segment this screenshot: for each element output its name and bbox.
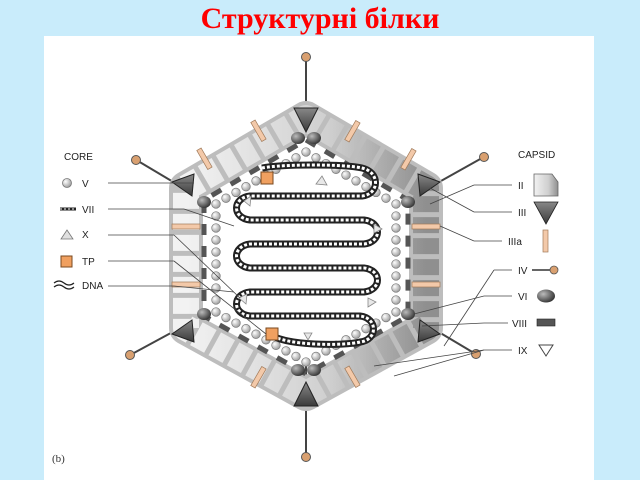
protein-v-bead <box>311 351 321 362</box>
protein-v-bead <box>391 211 401 221</box>
protein-v-bead <box>391 259 401 269</box>
protein-v-bead <box>211 199 221 209</box>
protein-v-bead <box>211 235 221 245</box>
capsid-label-iiia: IIIa <box>508 237 522 248</box>
protein-v-bead <box>251 329 261 339</box>
protein-v-bead <box>351 329 361 339</box>
protein-v-bead <box>231 318 241 328</box>
protein-v-bead <box>231 187 241 198</box>
fiber-knob <box>301 52 311 62</box>
terminal-protein <box>265 327 279 341</box>
protein-v-bead <box>391 223 401 233</box>
fiber-knob <box>301 452 311 462</box>
protein-v-bead <box>211 247 221 257</box>
capsid-label-iv: IV <box>518 266 528 277</box>
peach-bar-icon <box>542 229 549 253</box>
protein-v-bead <box>391 283 401 293</box>
protein-v-bead <box>391 295 401 305</box>
dark-oval-icon <box>537 289 555 303</box>
triangle-icon <box>60 229 74 240</box>
core-legend: CORE V VII X TP DNA <box>53 152 267 335</box>
terminal-protein <box>260 171 274 185</box>
protein-v-bead <box>211 259 221 269</box>
protein-vi-ovals <box>197 132 415 376</box>
penton-bases <box>170 107 442 407</box>
protein-v-bead <box>351 176 361 186</box>
protein-v-bead <box>281 346 291 356</box>
fiber-knob <box>125 350 135 360</box>
protein-v-bead <box>211 307 221 317</box>
protein-v-bead <box>391 247 401 257</box>
capsid-label-vi: VI <box>518 292 527 303</box>
capsid-shell <box>169 101 443 411</box>
protein-v-bead <box>251 176 261 186</box>
protein-v-bead <box>381 312 391 323</box>
capsid-legend: CAPSID II III IIIa IV VI VIII IX <box>373 150 559 377</box>
dark-rect-icon <box>536 318 556 327</box>
iiia-bars <box>171 119 441 389</box>
protein-v-bead <box>211 295 221 305</box>
protein-v-bead <box>211 283 221 293</box>
core-label-v: V <box>82 179 89 190</box>
circle-grey-icon <box>62 178 72 188</box>
protein-v-bead <box>211 271 221 281</box>
protein-v-bead <box>241 182 251 192</box>
panel-label: (b) <box>52 453 65 465</box>
protein-v-bead <box>221 312 231 323</box>
capsid-heading: CAPSID <box>518 150 555 161</box>
protein-v-bead <box>221 193 231 203</box>
protein-v-bead <box>241 324 251 334</box>
protein-v-bead <box>301 147 311 157</box>
protein-v-bead <box>291 351 301 362</box>
orange-square-icon <box>60 255 73 268</box>
figure-panel: CORE V VII X TP DNA CAPSID II III IIIa I <box>44 36 594 480</box>
protein-v-bead <box>391 199 401 209</box>
capsid-label-ix: IX <box>518 346 528 357</box>
protein-v-bead <box>341 170 351 180</box>
capsid-label-iii: III <box>518 208 526 219</box>
protein-v-bead <box>291 153 301 163</box>
dna-wave-icon <box>53 280 75 286</box>
capsid-label-ii: II <box>518 181 524 192</box>
slide-title: Структурні білки <box>200 2 440 35</box>
core-label-dna: DNA <box>82 281 103 292</box>
protein-x-triangles <box>238 175 383 341</box>
protein-v-bead <box>311 153 321 163</box>
protein-v-bead <box>391 271 401 281</box>
core-label-x: X <box>82 230 89 241</box>
protein-v-bead <box>361 324 371 334</box>
capsid-label-viii: VIII <box>512 319 527 330</box>
protein-v-bead <box>301 357 311 367</box>
protein-v-bead <box>211 223 221 233</box>
open-triangle-icon <box>538 344 554 357</box>
core-label-vii: VII <box>82 205 94 216</box>
adenovirus-structure-diagram: CORE V VII X TP DNA CAPSID II III IIIa I <box>52 52 559 465</box>
protein-v-bead <box>391 235 401 245</box>
core-heading: CORE <box>64 152 93 163</box>
dna-strand <box>233 161 381 348</box>
fiber-knob <box>131 155 141 165</box>
penton-base-icon <box>533 201 559 225</box>
fiber-knob <box>479 152 489 162</box>
hexon-icon <box>533 173 559 197</box>
core-label-tp: TP <box>82 257 95 268</box>
protein-v-bead <box>361 182 371 192</box>
protein-v-bead <box>381 193 391 203</box>
protein-v-bead <box>391 307 401 317</box>
